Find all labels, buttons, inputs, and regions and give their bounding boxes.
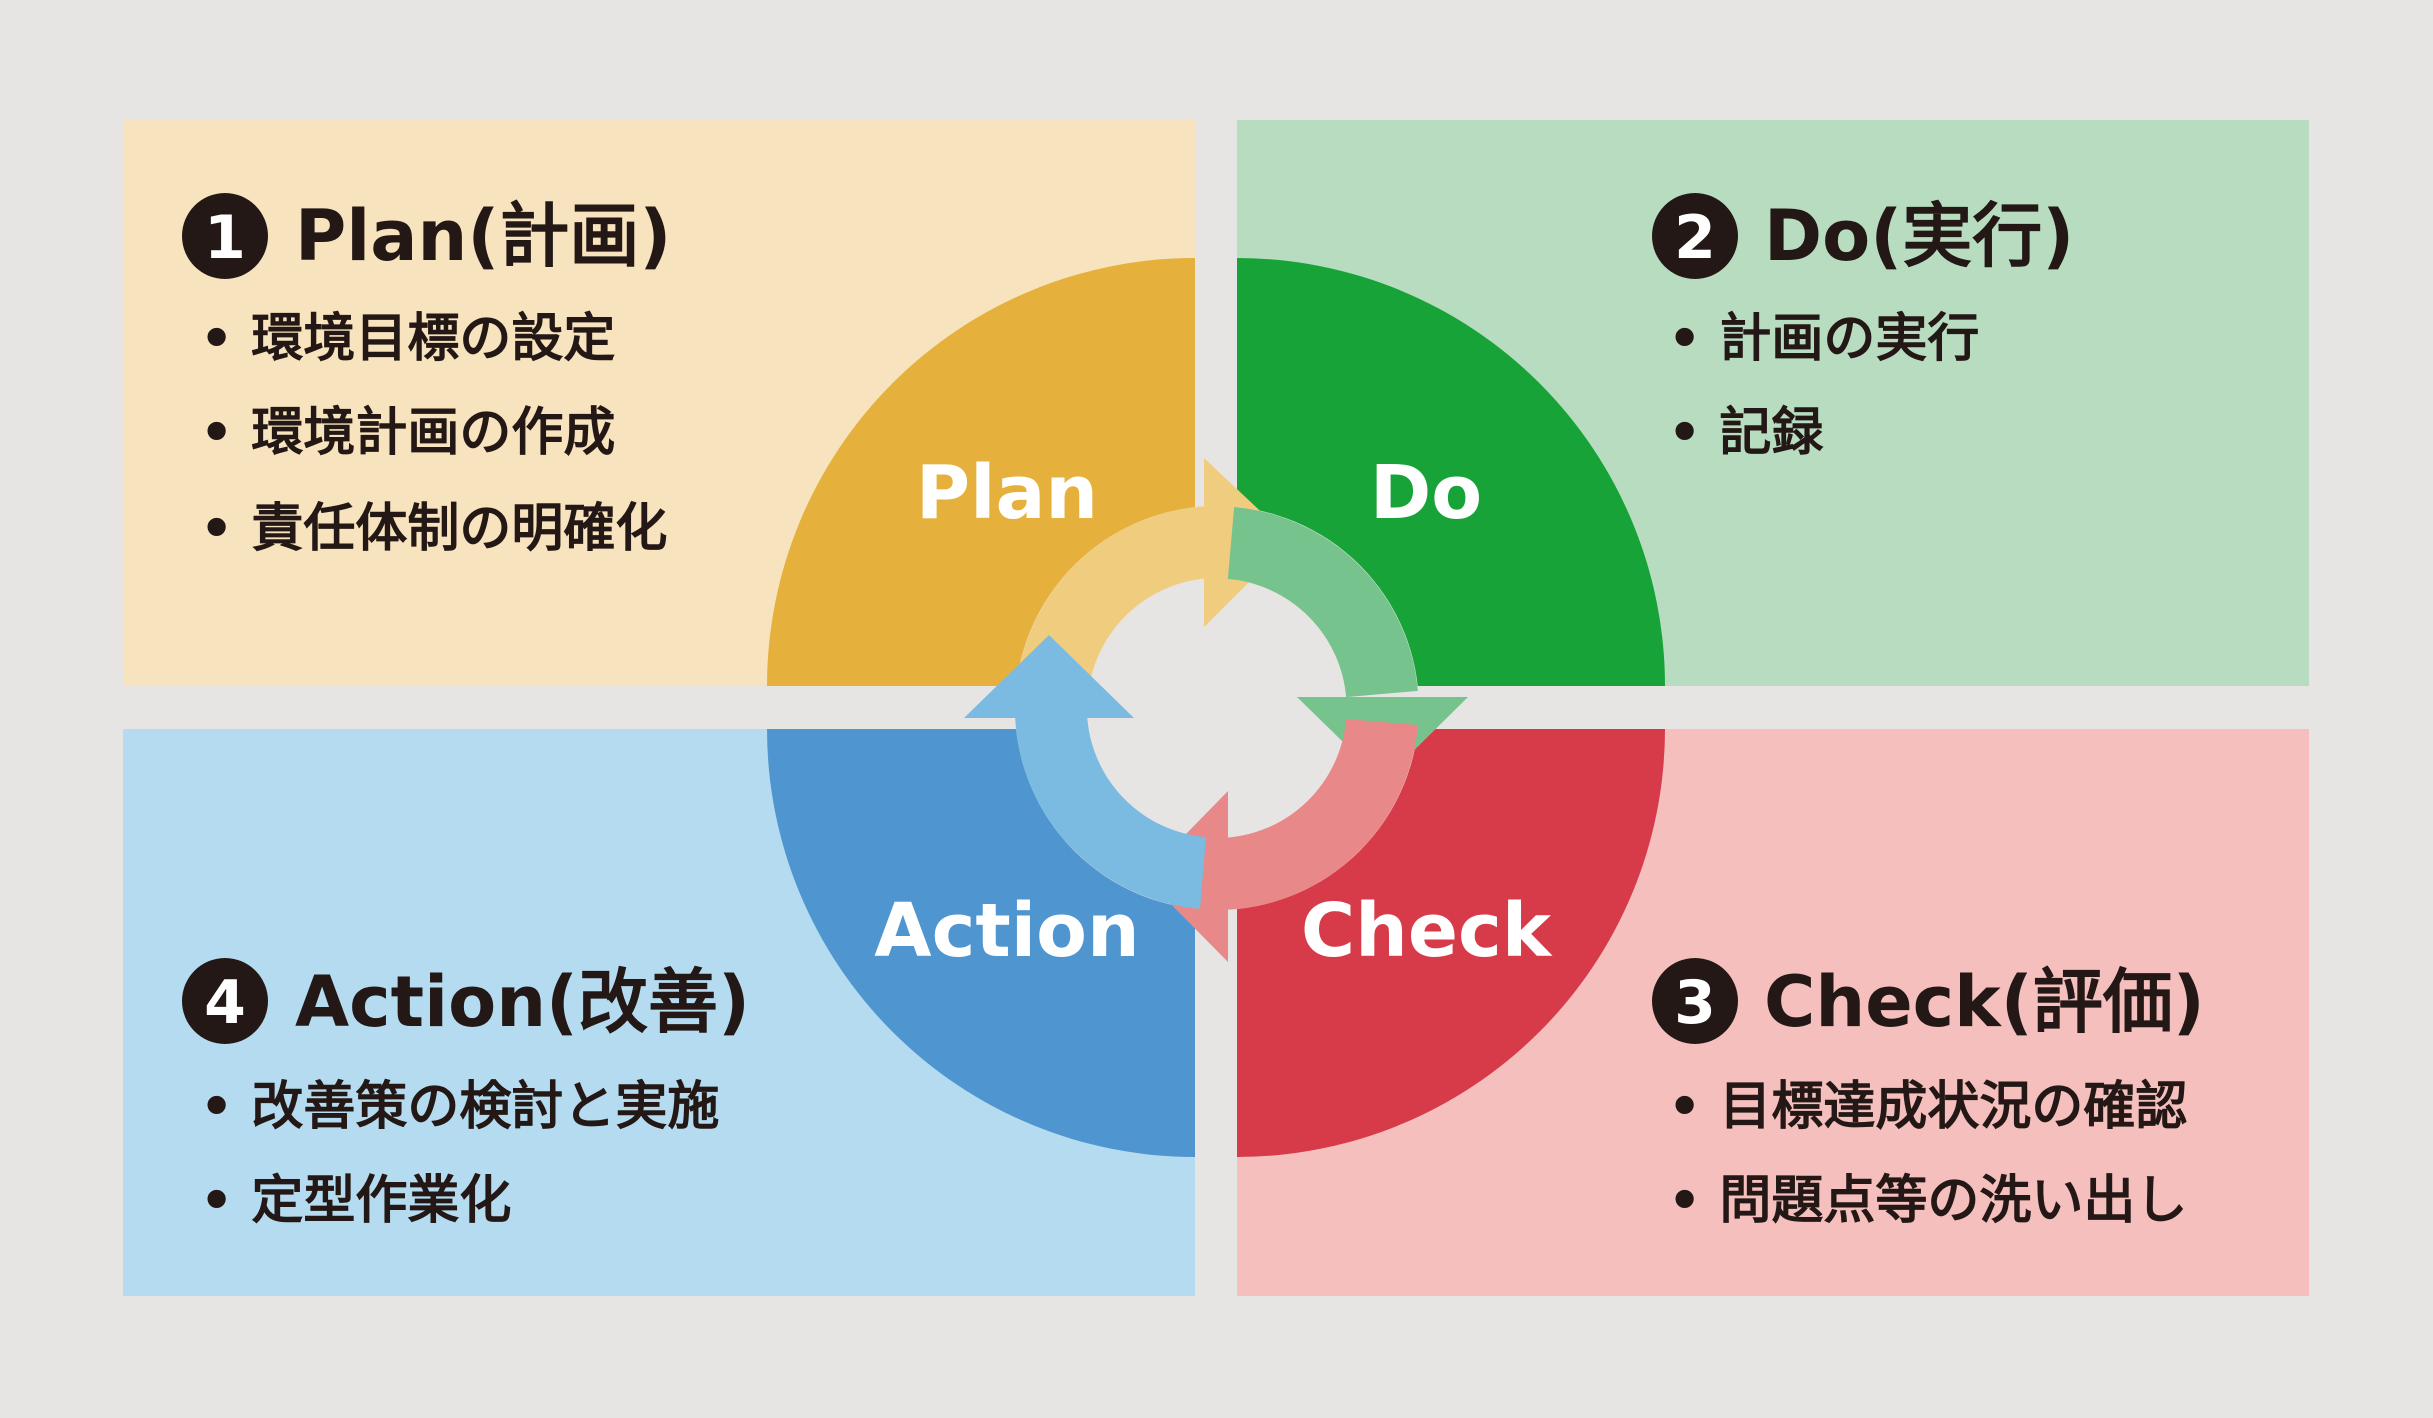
do-item: • 計画の実行 [1668, 309, 1979, 369]
action-item: • 定型作業化 [200, 1171, 511, 1231]
plan-sector-label: Plan [916, 450, 1098, 536]
do-number: 2 [1674, 203, 1716, 273]
check-item: • 目標達成状況の確認 [1668, 1077, 2187, 1137]
plan-item: • 責任体制の明確化 [200, 499, 667, 559]
check-sector-label: Check [1301, 888, 1553, 974]
do-item: • 記録 [1668, 403, 1824, 463]
plan-title: Plan(計画) [295, 195, 671, 277]
plan-number: 1 [204, 203, 246, 273]
plan-item: • 環境目標の設定 [200, 309, 615, 369]
plan-item: • 環境計画の作成 [200, 403, 615, 463]
do-sector-label: Do [1370, 450, 1482, 536]
check-number: 3 [1674, 968, 1716, 1038]
do-number-badge [1652, 193, 1738, 279]
do-title: Do(実行) [1764, 195, 2074, 277]
action-item: • 改善策の検討と実施 [200, 1077, 719, 1137]
action-sector-label: Action [874, 888, 1139, 974]
action-number: 4 [204, 968, 246, 1038]
action-number-badge [182, 958, 268, 1044]
check-item: • 問題点等の洗い出し [1668, 1171, 2187, 1231]
check-number-badge [1652, 958, 1738, 1044]
action-title: Action(改善) [295, 961, 750, 1043]
check-title: Check(評価) [1764, 961, 2205, 1043]
plan-number-badge [182, 193, 268, 279]
action-arrow-icon [964, 635, 1207, 909]
